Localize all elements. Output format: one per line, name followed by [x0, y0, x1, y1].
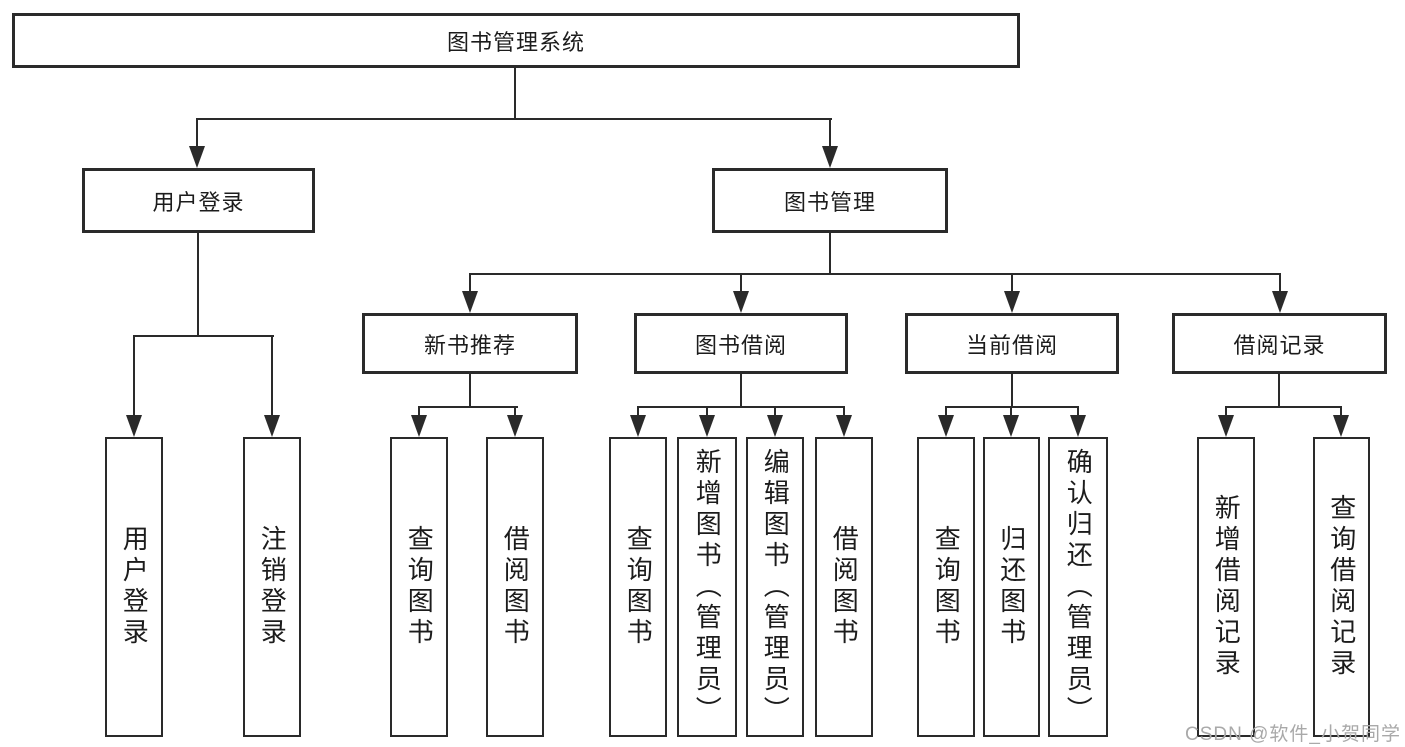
leaf-borrow-books-recommend: 借阅图书 [486, 437, 544, 737]
connector-line [196, 118, 198, 148]
arrow-down-icon [264, 415, 280, 437]
leaf-label: 借阅图书 [500, 525, 531, 649]
leaf-label: 查询图书 [404, 525, 435, 649]
node-new-book-recommend: 新书推荐 [362, 313, 578, 374]
connector-line [637, 406, 845, 408]
arrow-down-icon [699, 415, 715, 437]
connector-line [133, 335, 274, 337]
arrow-down-icon [733, 291, 749, 313]
arrow-down-icon [126, 415, 142, 437]
node-label: 新书推荐 [423, 332, 516, 358]
leaf-query-books-borrow: 查询图书 [609, 437, 667, 737]
leaf-borrow-books: 借阅图书 [815, 437, 873, 737]
node-book-management: 图书管理 [712, 168, 948, 233]
leaf-label: 查询图书 [931, 525, 962, 649]
leaf-label: 注销登录 [257, 525, 288, 649]
leaf-label: 用户登录 [119, 525, 150, 649]
leaf-label: 新增借阅记录 [1211, 494, 1242, 680]
arrow-down-icon [822, 146, 838, 168]
node-label: 图书借阅 [694, 332, 787, 358]
connector-line [637, 406, 639, 417]
connector-line [829, 231, 831, 275]
connector-line [774, 406, 776, 417]
arrow-down-icon [836, 415, 852, 437]
arrow-down-icon [1004, 291, 1020, 313]
leaf-query-books-current: 查询图书 [917, 437, 975, 737]
node-label: 当前借阅 [965, 332, 1058, 358]
connector-line [418, 406, 518, 408]
node-label: 图书管理系统 [446, 29, 585, 55]
connector-line [469, 273, 1281, 275]
connector-line [945, 406, 947, 417]
connector-line [271, 335, 273, 417]
connector-line [740, 372, 742, 408]
connector-line [1011, 273, 1013, 293]
connector-line [945, 406, 1079, 408]
leaf-label: 新增图书（管理员） [692, 447, 723, 727]
connector-line [706, 406, 708, 417]
connector-line [1011, 372, 1013, 408]
leaf-label: 查询借阅记录 [1326, 494, 1357, 680]
node-label: 图书管理 [783, 189, 876, 215]
node-user-login: 用户登录 [82, 168, 315, 233]
arrow-down-icon [411, 415, 427, 437]
connector-line [1278, 372, 1280, 408]
connector-line [514, 406, 516, 417]
arrow-down-icon [1333, 415, 1349, 437]
arrow-down-icon [189, 146, 205, 168]
leaf-query-borrow-record: 查询借阅记录 [1313, 437, 1370, 737]
leaf-label: 借阅图书 [829, 525, 860, 649]
node-root: 图书管理系统 [12, 13, 1020, 68]
arrow-down-icon [1218, 415, 1234, 437]
connector-line [843, 406, 845, 417]
connector-line [1010, 406, 1012, 417]
leaf-add-book-admin: 新增图书（管理员） [677, 437, 737, 737]
leaf-label: 归还图书 [996, 525, 1027, 649]
watermark-text: CSDN @软件_小贺同学 [1185, 724, 1401, 745]
leaf-add-borrow-record: 新增借阅记录 [1197, 437, 1255, 737]
leaf-query-books-recommend: 查询图书 [390, 437, 448, 737]
node-book-borrow: 图书借阅 [634, 313, 848, 374]
arrow-down-icon [1003, 415, 1019, 437]
connector-line [1279, 273, 1281, 293]
connector-line [418, 406, 420, 417]
connector-line [197, 231, 199, 337]
arrow-down-icon [1272, 291, 1288, 313]
connector-line [829, 118, 831, 148]
leaf-label: 确认归还（管理员） [1063, 447, 1094, 727]
arrow-down-icon [462, 291, 478, 313]
arrow-down-icon [630, 415, 646, 437]
arrow-down-icon [767, 415, 783, 437]
leaf-return-book: 归还图书 [983, 437, 1040, 737]
connector-line [469, 273, 471, 293]
node-borrow-records: 借阅记录 [1172, 313, 1387, 374]
connector-line [1225, 406, 1342, 408]
connector-line [469, 372, 471, 408]
connector-line [1340, 406, 1342, 417]
connector-line [1225, 406, 1227, 417]
connector-line [1077, 406, 1079, 417]
connector-line [196, 118, 832, 120]
leaf-confirm-return-admin: 确认归还（管理员） [1048, 437, 1108, 737]
arrow-down-icon [507, 415, 523, 437]
connector-line [514, 67, 516, 120]
leaf-edit-book-admin: 编辑图书（管理员） [746, 437, 804, 737]
leaf-label: 查询图书 [623, 525, 654, 649]
node-label: 借阅记录 [1233, 332, 1326, 358]
arrow-down-icon [1070, 415, 1086, 437]
connector-line [740, 273, 742, 293]
connector-line [133, 335, 135, 417]
arrow-down-icon [938, 415, 954, 437]
leaf-user-login: 用户登录 [105, 437, 163, 737]
leaf-label: 编辑图书（管理员） [760, 447, 791, 727]
node-label: 用户登录 [152, 189, 245, 215]
node-current-borrow: 当前借阅 [905, 313, 1119, 374]
leaf-logout: 注销登录 [243, 437, 301, 737]
